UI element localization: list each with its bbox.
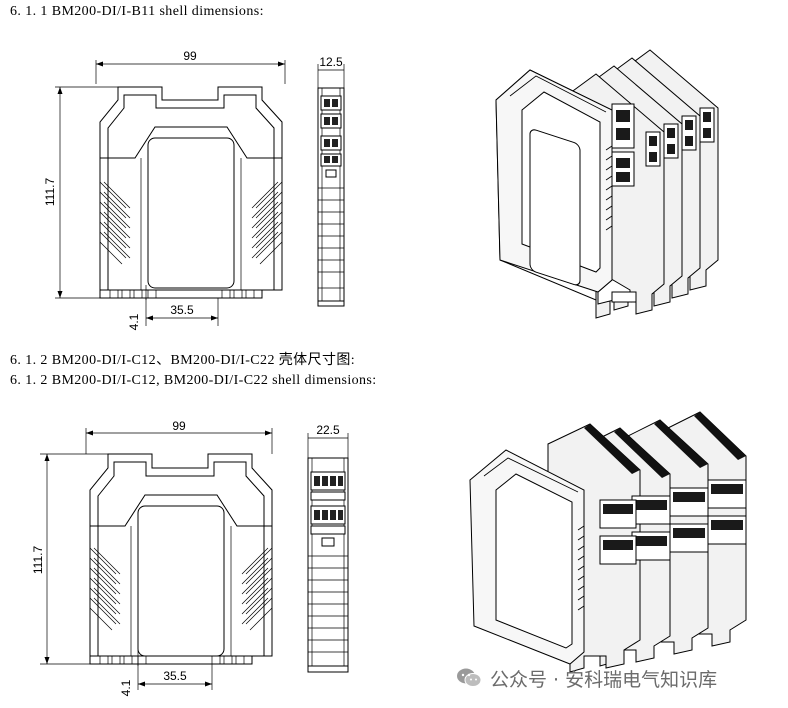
b11-side-width-label: 12.5: [319, 55, 343, 69]
b11-rail-label: 35.5: [170, 303, 194, 317]
section-heading-b11: 6. 1. 1 BM200-DI/I-B11 shell dimensions:: [10, 4, 264, 19]
b11-front-view: 99 111.7: [43, 49, 286, 330]
c12-side-width-label: 22.5: [316, 423, 340, 437]
b11-foot-label: 4.1: [127, 313, 141, 330]
c12-front-view: 99 111.7 3: [31, 419, 273, 696]
c12-rail-label: 35.5: [163, 669, 187, 683]
c12-foot-label: 4.1: [119, 679, 133, 696]
section-heading-c12-en: 6. 1. 2 BM200-DI/I-C12, BM200-DI/I-C22 s…: [10, 373, 377, 388]
section-heading-c12-cn: 6. 1. 2 BM200-DI/I-C12、BM200-DI/I-C22 壳体…: [10, 353, 356, 368]
c12-width-label: 99: [172, 419, 186, 433]
c12-height-label: 111.7: [31, 546, 45, 575]
b11-3d-view: [495, 49, 719, 319]
b11-side-view: 12.5: [317, 55, 345, 307]
b11-height-label: 111.7: [43, 178, 57, 207]
c12-3d-view: [469, 411, 747, 673]
watermark: 公众号 · 安科瑞电气知识库: [456, 664, 717, 692]
b11-width-label: 99: [183, 49, 197, 63]
c12-side-view: 22.5: [307, 423, 349, 673]
wechat-icon: [457, 668, 482, 687]
watermark-text: 公众号 · 安科瑞电气知识库: [490, 668, 718, 691]
